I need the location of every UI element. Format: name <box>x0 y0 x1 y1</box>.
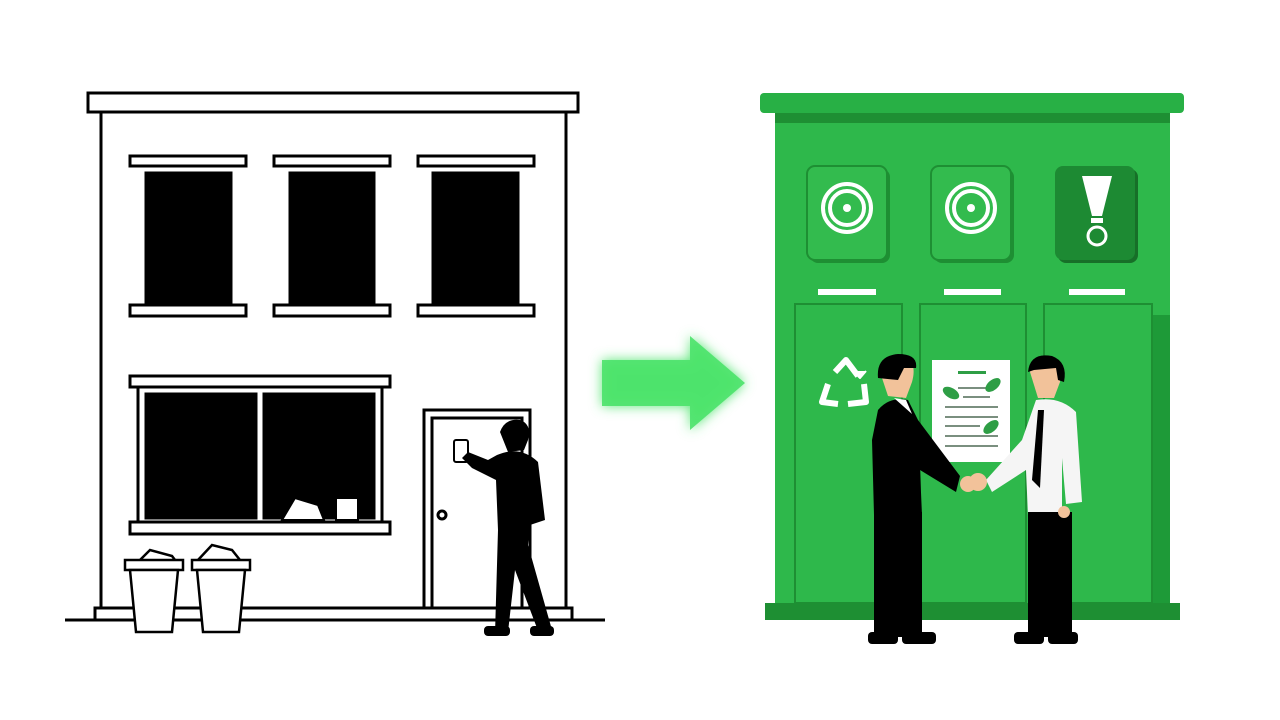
arrow-right-icon <box>602 336 745 430</box>
green-base <box>765 603 1180 620</box>
trash-cans <box>123 543 252 634</box>
exclamation-icon <box>1082 176 1112 216</box>
roof-cap <box>86 91 580 114</box>
green-roof-cap <box>760 93 1184 113</box>
label-dashes <box>818 289 1125 295</box>
businessman-right <box>969 355 1082 644</box>
trash-pile <box>280 496 326 521</box>
target-button-2[interactable] <box>930 165 1014 263</box>
alert-button[interactable] <box>1055 166 1138 263</box>
upper-windows <box>128 154 536 318</box>
target-button-1[interactable] <box>806 165 890 263</box>
box <box>335 497 359 521</box>
recycle-icon <box>819 357 869 407</box>
green-building <box>760 93 1184 620</box>
businessman-left <box>868 354 976 644</box>
person-at-door <box>462 419 554 636</box>
lower-window <box>128 374 392 536</box>
document-icon <box>932 360 1010 462</box>
